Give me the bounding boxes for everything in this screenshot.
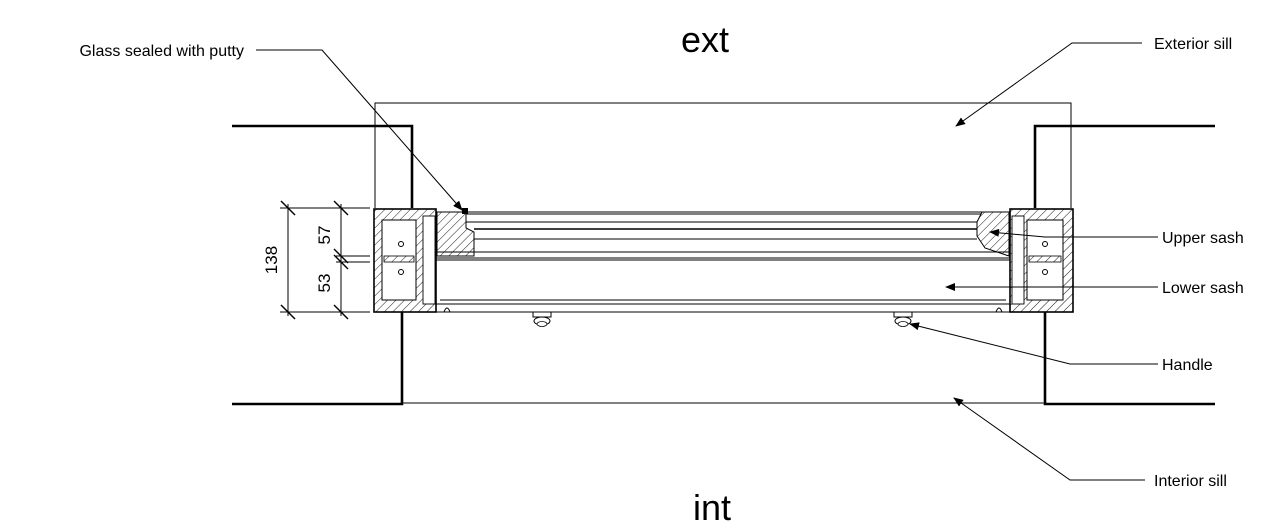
handle-left (532, 311, 552, 327)
leader-handle (909, 322, 1158, 365)
exterior-sill (374, 102, 1072, 208)
right-wall-interior (1043, 312, 1215, 406)
interior-side-label: int (693, 487, 731, 526)
lower-sash (435, 259, 1011, 313)
upper-sash (435, 208, 1011, 259)
label-glass-putty: Glass sealed with putty (79, 43, 244, 60)
dimension-total: 138 (262, 246, 281, 274)
dimension-lower: 53 (315, 274, 334, 293)
left-wall-interior (232, 312, 404, 406)
leader-interior-sill (953, 397, 1145, 481)
leader-upper-sash (989, 228, 1158, 238)
label-upper-sash: Upper sash (1162, 230, 1244, 247)
leader-exterior-sill (955, 42, 1142, 127)
dimension-lines (280, 200, 370, 320)
label-lower-sash: Lower sash (1162, 280, 1244, 297)
label-interior-sill: Interior sill (1154, 473, 1227, 490)
handle-right (893, 311, 913, 327)
exterior-side-label: ext (681, 19, 729, 60)
left-wall-exterior (232, 124, 414, 208)
dimension-upper: 57 (315, 226, 334, 245)
left-frame (373, 208, 437, 313)
leader-glass (256, 49, 463, 211)
right-frame (1009, 208, 1074, 313)
label-handle: Handle (1162, 357, 1213, 374)
right-wall-exterior (1033, 124, 1215, 208)
label-exterior-sill: Exterior sill (1154, 36, 1232, 53)
